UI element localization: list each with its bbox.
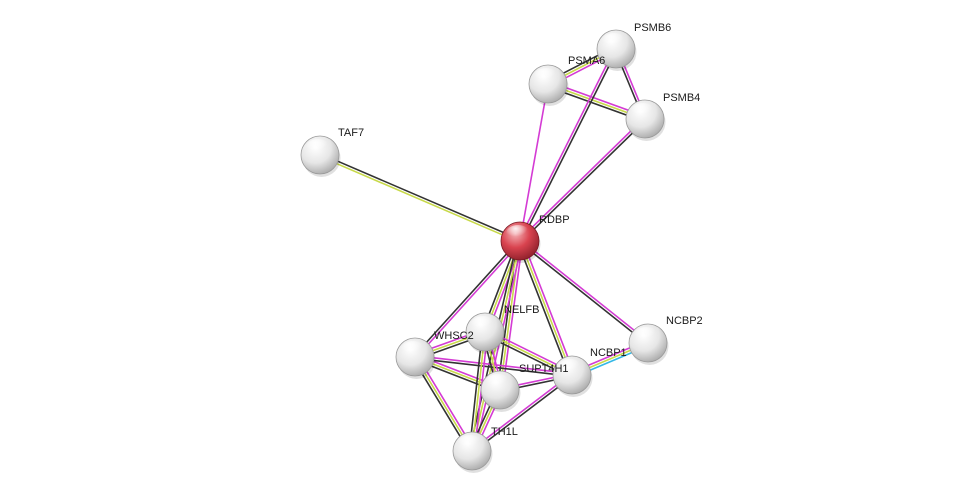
node-taf7[interactable]: TAF7 (300, 127, 364, 177)
edge-line-experiments (518, 48, 616, 241)
edge-line-coexpression (516, 241, 571, 377)
edge-th1l-ncbp1[interactable] (470, 373, 574, 453)
edge-line-experiments (518, 117, 645, 241)
node-th1l[interactable]: TH1L (452, 426, 518, 473)
edge-rdbp-psmb4[interactable] (518, 117, 647, 243)
node-label-ncbp2: NCBP2 (666, 315, 703, 327)
edge-line-coexpression (320, 153, 521, 241)
node-nelfb[interactable]: NELFB (465, 304, 539, 354)
edge-line-textmining (319, 155, 520, 243)
node-highlight (486, 374, 510, 390)
node-label-psmb4: PSMB4 (663, 92, 700, 104)
node-highlight (471, 316, 495, 332)
node-highlight (506, 225, 530, 241)
edge-line-coexpression (468, 331, 484, 451)
node-label-supt4h1: SUPT4H1 (519, 363, 569, 375)
node-psmb6[interactable]: PSMB6 (596, 22, 671, 71)
edge-rdbp-psma6[interactable] (519, 83, 549, 242)
edge-line-coexpression (520, 49, 618, 242)
node-psmb4[interactable]: PSMB4 (625, 92, 700, 141)
node-highlight (558, 359, 582, 375)
node-label-rdbp: RDBP (539, 214, 570, 226)
node-label-whsc2: WHSC2 (434, 330, 474, 342)
edge-line-coexpression (520, 119, 647, 243)
edge-line-experiments (521, 239, 576, 375)
node-highlight (306, 139, 330, 155)
edge-rdbp-ncbp1[interactable] (516, 239, 576, 377)
edge-line-experiments (473, 241, 524, 452)
node-highlight (534, 68, 558, 84)
node-highlight (634, 327, 658, 343)
node-ncbp1[interactable]: NCBP1 (552, 347, 627, 397)
edge-line-coexpression (413, 239, 520, 357)
node-label-psmb6: PSMB6 (634, 22, 671, 34)
edge-line-experiments (415, 241, 522, 359)
node-label-nelfb: NELFB (504, 304, 539, 316)
node-rdbp[interactable]: RDBP (500, 214, 570, 263)
node-highlight (631, 103, 655, 119)
edge-line-textmining (519, 240, 573, 376)
node-highlight (458, 435, 482, 451)
node-label-psma6: PSMA6 (568, 55, 605, 67)
node-highlight (401, 341, 425, 357)
edge-line-experiments (520, 239, 650, 343)
edge-rdbp-ncbp2[interactable] (518, 239, 650, 345)
edge-rdbp-whsc2[interactable] (413, 239, 522, 359)
node-label-th1l: TH1L (491, 426, 518, 438)
edge-line-coexpression (518, 241, 648, 345)
node-psma6[interactable]: PSMA6 (528, 55, 605, 106)
node-whsc2[interactable]: WHSC2 (395, 330, 474, 379)
node-supt4h1[interactable]: SUPT4H1 (480, 363, 569, 412)
edge-line-coexpression (472, 375, 574, 453)
node-highlight (602, 33, 626, 49)
edge-line-textmining (471, 331, 486, 452)
node-label-taf7: TAF7 (338, 127, 364, 139)
edge-rdbp-taf7[interactable] (319, 153, 521, 243)
edge-line-experiments (519, 83, 549, 242)
node-ncbp2[interactable]: NCBP2 (628, 315, 703, 365)
edge-line-experiments (470, 373, 572, 451)
edge-rdbp-psmb6[interactable] (518, 48, 618, 242)
node-label-ncbp1: NCBP1 (590, 347, 627, 359)
